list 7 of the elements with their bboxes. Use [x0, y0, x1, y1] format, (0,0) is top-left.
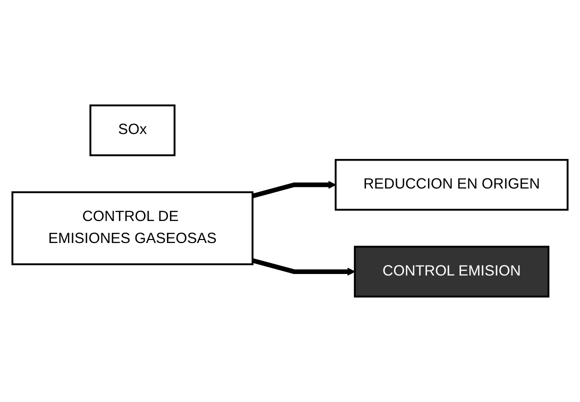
arrow — [252, 258, 356, 276]
diagram: SOx CONTROL DE EMISIONES GASEOSAS REDUCCION EN ORIGEN CONTROL EMISION — [5, 98, 575, 304]
arrow — [252, 180, 336, 198]
node-box — [89, 104, 176, 156]
node-box — [11, 191, 254, 266]
node-box — [354, 246, 550, 298]
node-box — [334, 158, 569, 211]
